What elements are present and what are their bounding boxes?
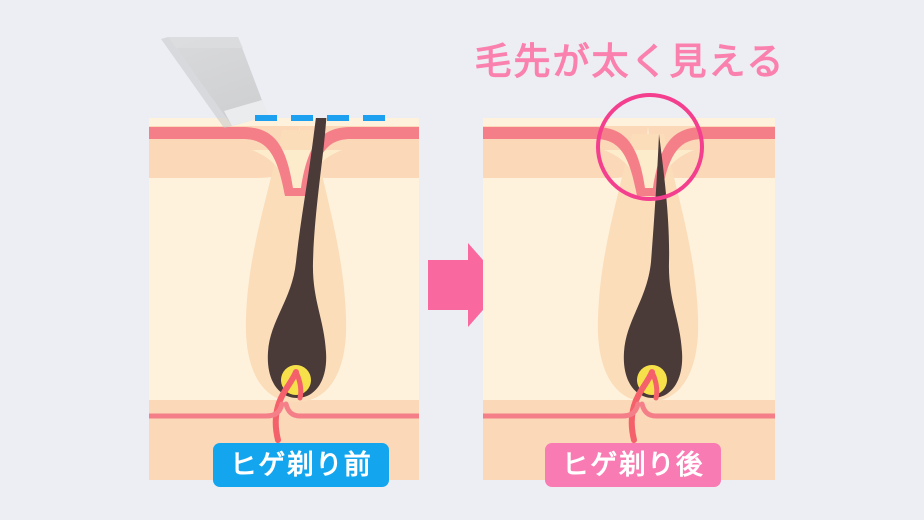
panel-before <box>149 118 419 480</box>
panel-after <box>483 118 775 480</box>
horizontal-vessel-right-right <box>639 401 775 419</box>
razor-edge <box>224 100 268 126</box>
horizontal-vessel-left-right <box>283 401 419 419</box>
blood-vessel-right <box>628 369 655 443</box>
horizontal-vessel-right <box>483 401 641 419</box>
razor-body <box>168 37 268 126</box>
hair-shaft-right <box>623 134 683 398</box>
hair-shaft-left <box>267 118 327 398</box>
badge-after-shaving: ヒゲ剃り後 <box>545 443 721 487</box>
badge-before-shaving: ヒゲ剃り前 <box>213 443 389 487</box>
razor-blade <box>161 37 268 128</box>
horizontal-vessel-left <box>149 401 285 419</box>
highlight-circle <box>596 93 704 201</box>
skin-surface-left <box>149 127 419 196</box>
skin-surface-right <box>483 127 775 196</box>
pore-funnel-right <box>604 150 694 196</box>
blood-vessel-left <box>272 369 299 443</box>
headline-text: 毛先が太く見える <box>474 41 786 82</box>
razor-side-shadow <box>161 37 232 128</box>
razor-top-bevel <box>168 37 243 48</box>
blood-vessel-branch-right <box>649 369 660 401</box>
blood-vessel-branch-left <box>293 369 304 401</box>
